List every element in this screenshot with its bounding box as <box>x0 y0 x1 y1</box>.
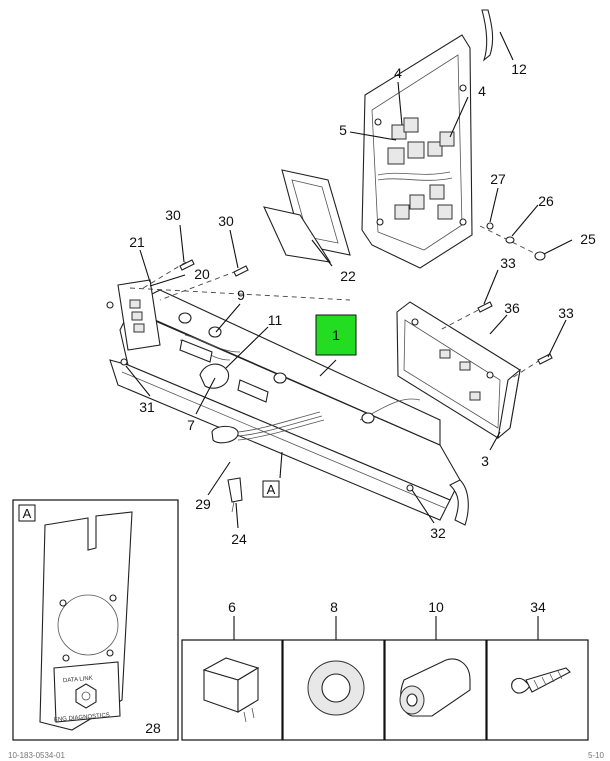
part-box-6 <box>181 639 283 741</box>
callout-3: 3 <box>481 453 489 469</box>
instrument-module <box>396 301 521 440</box>
callout-24: 24 <box>231 531 247 547</box>
callout-33-right: 33 <box>558 305 574 321</box>
callout-5: 5 <box>339 122 347 138</box>
callout-29: 29 <box>195 496 211 512</box>
callout-33-upper: 33 <box>500 255 516 271</box>
callout-6: 6 <box>228 599 236 615</box>
callout-31: 31 <box>139 399 155 415</box>
assembly-guide-lines <box>129 225 549 379</box>
callout-8: 8 <box>330 599 338 615</box>
footer-left: 10-183-0534-01 <box>8 751 65 760</box>
callout-4-right: 4 <box>478 83 486 99</box>
callout-34: 34 <box>530 599 546 615</box>
cover-gasket <box>263 169 351 263</box>
panel-line2: ENG DIAGNOSTICS <box>54 713 110 724</box>
callout-labels: 12 4 4 5 27 26 25 30 30 21 20 22 33 36 3… <box>129 61 596 736</box>
panel-line1: DATA LINK <box>63 676 93 685</box>
detail-a-frame: A DATA LINK ENG DIAGNOSTICS <box>12 499 179 741</box>
detail-a-label: A <box>23 506 32 521</box>
view-a-marker <box>262 480 280 498</box>
callout-11: 11 <box>268 312 283 328</box>
callout-25: 25 <box>580 231 596 247</box>
callout-36: 36 <box>504 300 520 316</box>
part-box-10 <box>384 639 487 741</box>
callout-22: 22 <box>340 268 356 284</box>
callout-28: 28 <box>145 720 161 736</box>
callout-1: 1 <box>332 327 340 343</box>
relay-panel-assembly <box>361 9 494 269</box>
part-box-34 <box>486 639 589 741</box>
callout-10: 10 <box>428 599 444 615</box>
fasteners <box>179 222 553 492</box>
part-box-8 <box>282 639 385 741</box>
callout-30-right: 30 <box>218 213 234 229</box>
dash-bracket <box>106 279 469 526</box>
diagnostic-harness <box>211 411 325 513</box>
callout-20: 20 <box>194 266 210 282</box>
callout-7: 7 <box>187 417 195 433</box>
callout-26: 26 <box>538 193 554 209</box>
callout-27: 27 <box>490 171 506 187</box>
footer-right: 5-10 <box>588 751 605 760</box>
view-a-marker-text: A <box>267 482 276 497</box>
leader-lines <box>109 31 573 720</box>
callout-32: 32 <box>430 525 446 541</box>
callout-30-left: 30 <box>165 207 181 223</box>
callout-21: 21 <box>129 234 145 250</box>
callout-12: 12 <box>511 61 527 77</box>
callout-4-upper: 4 <box>394 65 402 81</box>
highlight-box <box>315 314 357 356</box>
callout-9: 9 <box>237 287 245 303</box>
